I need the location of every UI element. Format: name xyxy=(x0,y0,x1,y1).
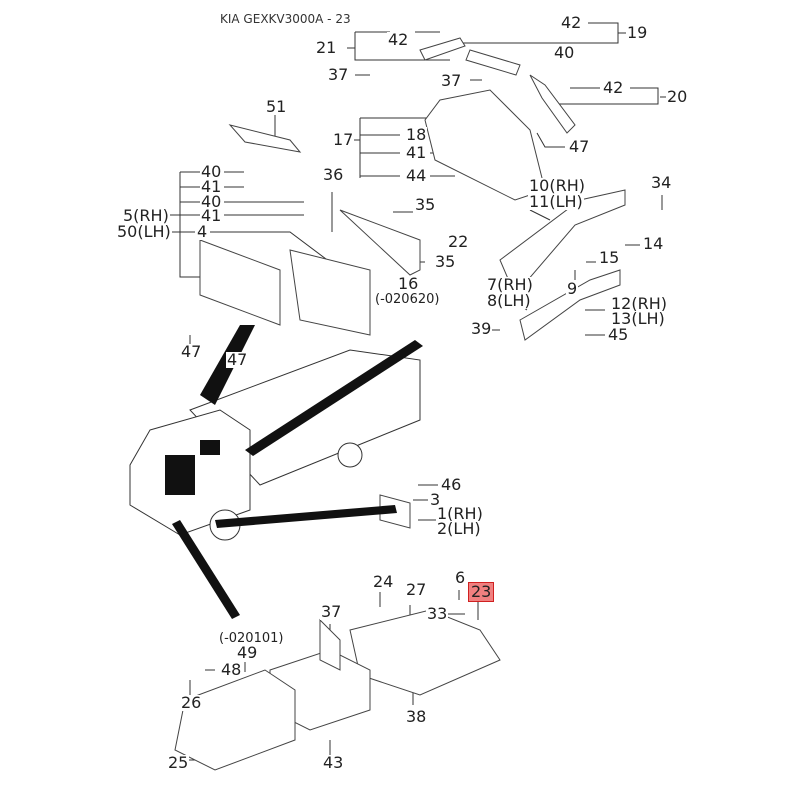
callout-41[interactable]: 41 xyxy=(200,206,223,225)
callout-20[interactable]: 20 xyxy=(666,87,689,106)
callout-11-lh[interactable]: 11(LH) xyxy=(528,192,584,211)
callout-34[interactable]: 34 xyxy=(650,173,673,192)
callout-35[interactable]: 35 xyxy=(414,195,437,214)
callout-47[interactable]: 47 xyxy=(568,137,591,156)
callout-45[interactable]: 45 xyxy=(607,325,630,344)
callout-10-rh[interactable]: 10(RH) xyxy=(528,176,586,195)
callout-14[interactable]: 14 xyxy=(642,234,665,253)
callout-47[interactable]: 47 xyxy=(226,350,249,369)
callout-4[interactable]: 4 xyxy=(196,222,209,241)
callout-8-lh[interactable]: 8(LH) xyxy=(486,291,532,310)
callout-24[interactable]: 24 xyxy=(372,572,395,591)
callout-51[interactable]: 51 xyxy=(265,97,288,116)
callout-25[interactable]: 25 xyxy=(167,753,190,772)
callout-13-lh[interactable]: 13(LH) xyxy=(610,309,666,328)
callout-49[interactable]: 49 xyxy=(236,643,259,662)
callout-6[interactable]: 6 xyxy=(454,568,467,587)
callout-22[interactable]: 22 xyxy=(447,232,470,251)
callout-15[interactable]: 15 xyxy=(598,248,621,267)
callout-17[interactable]: 17 xyxy=(332,130,355,149)
callout-43[interactable]: 43 xyxy=(322,753,345,772)
callout-12-rh[interactable]: 12(RH) xyxy=(610,294,668,313)
callout-18[interactable]: 18 xyxy=(405,125,428,144)
callout-46[interactable]: 46 xyxy=(440,475,463,494)
callout-date-020101: (-020101) xyxy=(218,631,285,647)
callout-41[interactable]: 41 xyxy=(200,177,223,196)
callout-16[interactable]: 16 xyxy=(397,274,420,293)
callout-44[interactable]: 44 xyxy=(405,166,428,185)
callout-9[interactable]: 9 xyxy=(566,279,579,298)
callout-40[interactable]: 40 xyxy=(200,162,223,181)
callout-37[interactable]: 37 xyxy=(327,65,350,84)
callout-23-highlighted[interactable]: 23 xyxy=(468,582,495,602)
callout-38[interactable]: 38 xyxy=(405,707,428,726)
callout-41[interactable]: 41 xyxy=(405,143,428,162)
callout-7-rh[interactable]: 7(RH) xyxy=(486,275,534,294)
callout-37[interactable]: 37 xyxy=(440,71,463,90)
callout-21[interactable]: 21 xyxy=(315,38,338,57)
callout-35[interactable]: 35 xyxy=(434,252,457,271)
callout-2-lh[interactable]: 2(LH) xyxy=(436,519,482,538)
callout-42[interactable]: 42 xyxy=(560,13,583,32)
callout-19[interactable]: 19 xyxy=(626,23,649,42)
callout-26[interactable]: 26 xyxy=(180,693,203,712)
diagram-title: KIA GEXKV3000A - 23 xyxy=(220,12,351,26)
callout-40[interactable]: 40 xyxy=(200,192,223,211)
callout-1-rh[interactable]: 1(RH) xyxy=(436,504,484,523)
callout-50-lh[interactable]: 50(LH) xyxy=(116,222,172,241)
callout-42[interactable]: 42 xyxy=(602,78,625,97)
callout-3[interactable]: 3 xyxy=(429,490,442,509)
callout-42[interactable]: 42 xyxy=(387,30,410,49)
callout-date-020620: (-020620) xyxy=(374,292,441,308)
callout-33[interactable]: 33 xyxy=(426,604,449,623)
callout-39[interactable]: 39 xyxy=(470,319,493,338)
callout-40[interactable]: 40 xyxy=(553,43,576,62)
callout-37[interactable]: 37 xyxy=(320,602,343,621)
callout-47[interactable]: 47 xyxy=(180,342,203,361)
callout-36[interactable]: 36 xyxy=(322,165,345,184)
callout-27[interactable]: 27 xyxy=(405,580,428,599)
callout-48[interactable]: 48 xyxy=(220,660,243,679)
callout-5-rh[interactable]: 5(RH) xyxy=(122,206,170,225)
